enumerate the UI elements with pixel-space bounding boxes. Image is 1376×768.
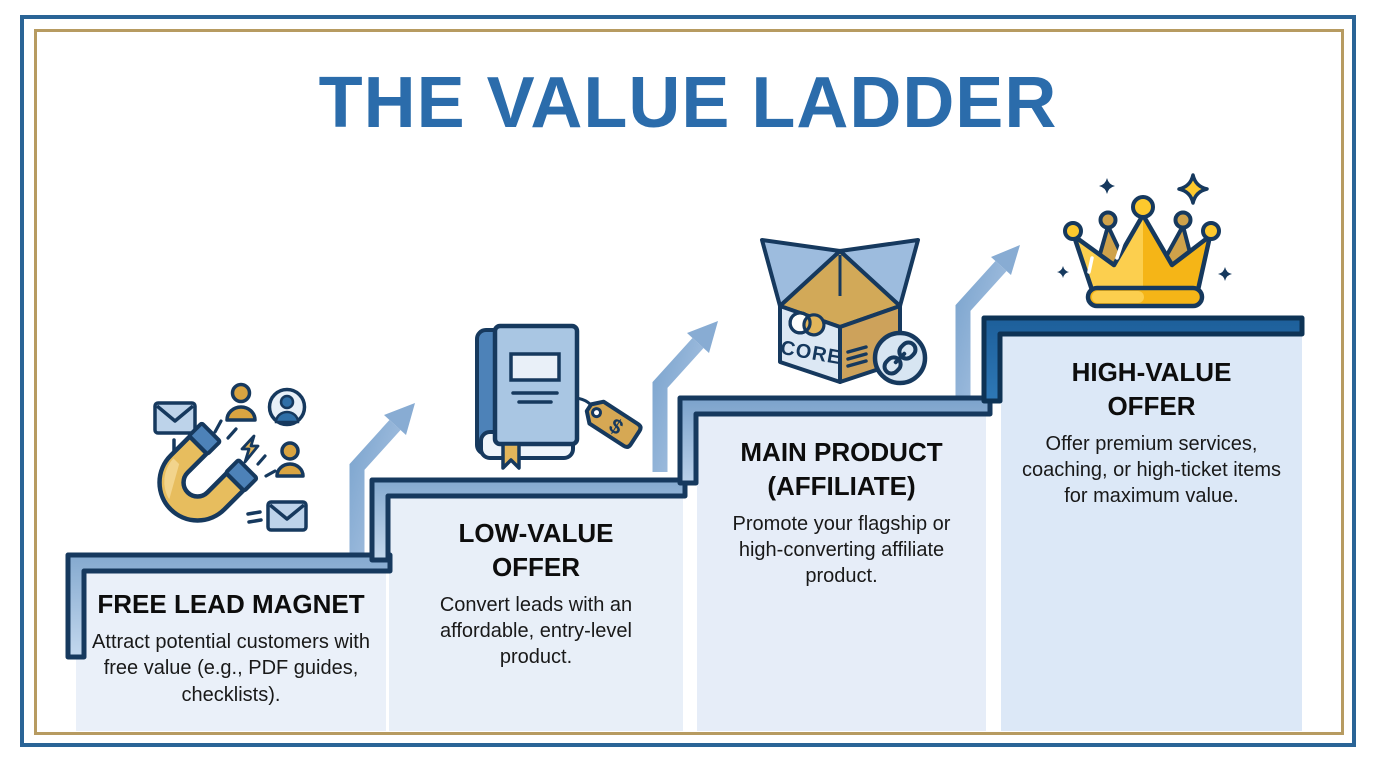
arrow-up-icon (349, 403, 415, 554)
step-panel-free-lead-magnet: FREE LEAD MAGNET Attract potential custo… (76, 563, 386, 731)
book-icon (475, 323, 580, 470)
box-side-lines (846, 345, 868, 368)
step-panel-main-product-affiliate: MAIN PRODUCT (AFFILIATE) Promote your fl… (697, 408, 986, 731)
magnet-icon (157, 421, 259, 523)
step-description-free-lead-magnet: Attract potential customers with free va… (92, 630, 370, 706)
step-title-high-value-offer: HIGH-VALUE OFFER (1071, 357, 1232, 421)
equals-lines (246, 510, 263, 524)
sparkle-icons (1057, 173, 1232, 281)
step-panel-low-value-offer: LOW-VALUE OFFER Convert leads with an af… (389, 490, 683, 731)
arrow-up-icon (652, 321, 718, 472)
crown-body (1063, 195, 1221, 309)
open-core-box-icon: CORE (760, 238, 928, 386)
page-title: THE VALUE LADDER (318, 63, 1058, 143)
person-icon (275, 441, 305, 478)
step-title-main-product-affiliate: MAIN PRODUCT (AFFILIATE) (740, 437, 943, 501)
envelope-icon (266, 500, 308, 532)
link-badge-icon (872, 330, 928, 386)
step-description-high-value-offer: Offer premium services, coaching, or hig… (1021, 432, 1281, 508)
envelope-icon (153, 401, 197, 458)
step-description-main-product-affiliate: Promote your flagship or high-converting… (732, 512, 951, 588)
step-edge-4 (981, 315, 1305, 404)
arrow-up-icon (955, 245, 1020, 400)
person-icon (225, 382, 257, 422)
step-panel-high-value-offer: HIGH-VALUE OFFER Offer premium services,… (1001, 328, 1302, 731)
step-edge-2 (369, 477, 688, 563)
step-title-free-lead-magnet: FREE LEAD MAGNET (97, 589, 365, 619)
step-title-low-value-offer: LOW-VALUE OFFER (458, 518, 614, 582)
bookmark-ribbon (501, 442, 521, 470)
crown-icon (1057, 173, 1232, 309)
step-description-low-value-offer: Convert leads with an affordable, entry-… (439, 593, 633, 669)
core-logo-circles (788, 311, 826, 337)
attraction-spark-lines (213, 419, 277, 478)
step-edge-1 (65, 552, 393, 660)
price-tag-icon: $ (584, 399, 643, 449)
magnet-attracting-leads-icon (153, 382, 308, 532)
person-avatar-circle-icon (267, 387, 307, 427)
lightning-bolt-icon (240, 434, 260, 464)
book-with-price-tag-icon: $ (475, 323, 643, 470)
